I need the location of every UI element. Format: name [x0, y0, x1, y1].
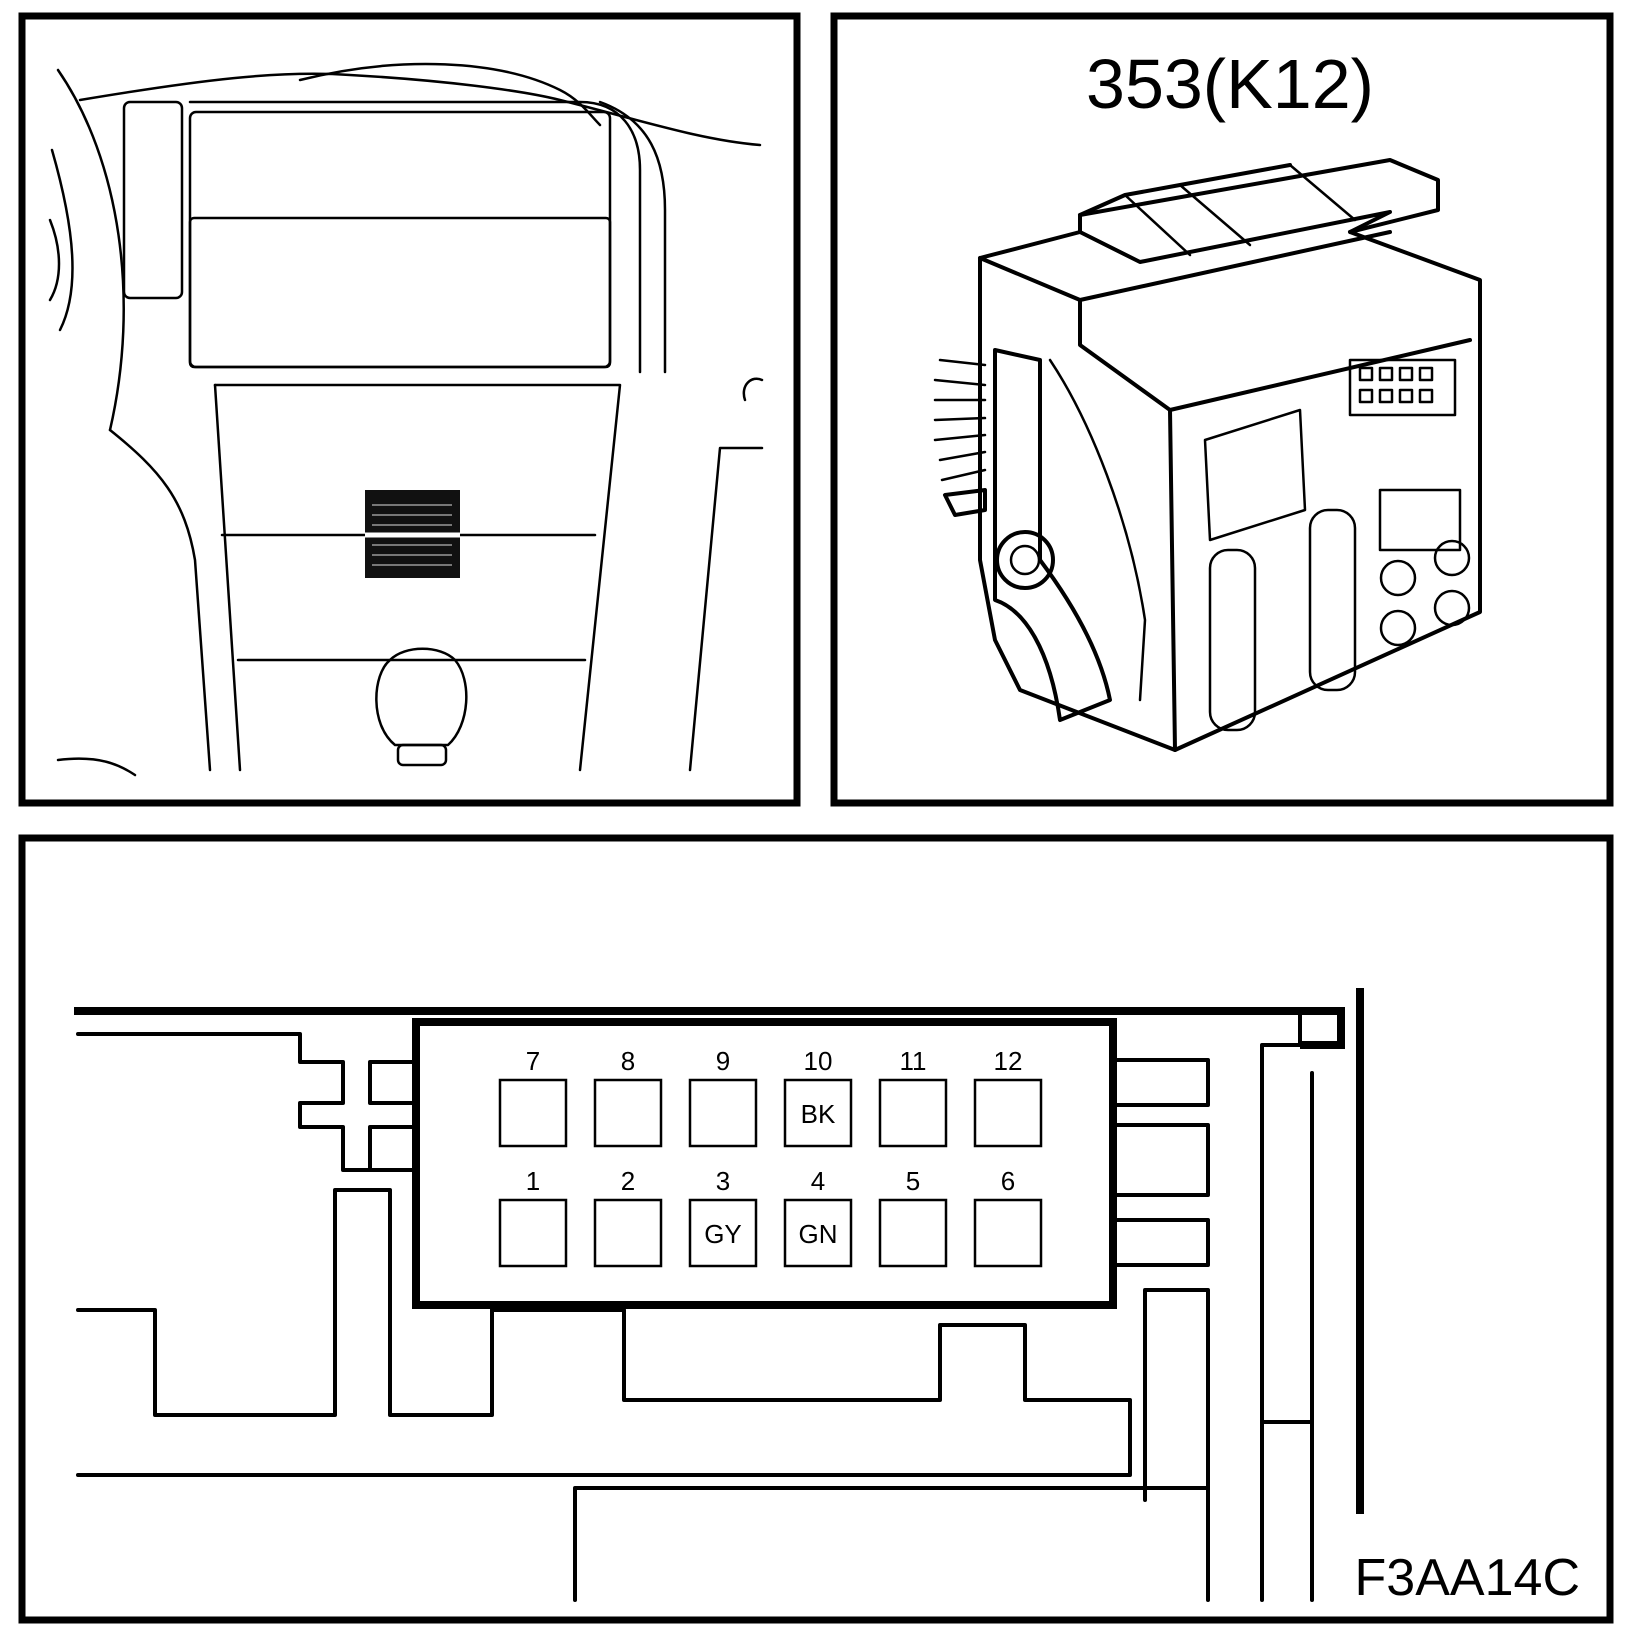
connector-housing-illustration: [933, 158, 1482, 752]
connector-title: 353(K12): [1086, 45, 1374, 123]
wire-color-label: GY: [704, 1219, 742, 1249]
pinout-surroundings: [74, 988, 1364, 1602]
pin-cavity: [593, 1078, 663, 1148]
pin-cavity: [593, 1198, 663, 1268]
pin-number: 9: [716, 1046, 730, 1076]
pin-2: 2: [593, 1166, 663, 1268]
pin-number: 11: [900, 1046, 927, 1076]
pin-cavity: [878, 1198, 948, 1268]
pin-5: 5: [878, 1166, 948, 1268]
pin-number: 8: [621, 1046, 635, 1076]
pin-3: 3GY: [688, 1166, 758, 1268]
pin-number: 1: [526, 1166, 540, 1196]
pin-8: 8: [593, 1046, 663, 1148]
pin-cavity: [688, 1078, 758, 1148]
pin-cavity: [688, 1198, 758, 1268]
pin-11: 11: [878, 1046, 948, 1148]
pin-4: 4GN: [783, 1166, 853, 1268]
panel-connector-frame: [830, 12, 1614, 807]
dashboard-location-view: [48, 62, 764, 777]
pin-12: 12: [973, 1046, 1043, 1148]
wire-color-label: BK: [801, 1099, 836, 1129]
pin-6: 6: [973, 1166, 1043, 1268]
pin-number: 6: [1001, 1166, 1015, 1196]
panel-pinout-frame: [18, 834, 1614, 1624]
pin-7: 7: [498, 1046, 568, 1148]
pin-cavity: [783, 1078, 853, 1148]
pin-number: 3: [716, 1166, 730, 1196]
pin-number: 4: [811, 1166, 825, 1196]
pin-cavity: [498, 1198, 568, 1268]
pin-number: 2: [621, 1166, 635, 1196]
pin-cavity: [973, 1078, 1043, 1148]
pin-1: 1: [498, 1166, 568, 1268]
pin-cavity: [498, 1078, 568, 1148]
pin-9: 9: [688, 1046, 758, 1148]
pin-number: 5: [906, 1166, 920, 1196]
panel-location-frame: [18, 12, 801, 807]
pin-cavity: [878, 1078, 948, 1148]
pin-number: 12: [994, 1046, 1023, 1076]
pin-number: 7: [526, 1046, 540, 1076]
connector-face: [412, 1018, 1117, 1309]
pin-cavity: [973, 1198, 1043, 1268]
figure-code: F3AA14C: [1355, 1549, 1580, 1607]
wire-color-label: GN: [799, 1219, 838, 1249]
pin-number: 10: [804, 1046, 833, 1076]
pin-cavity: [783, 1198, 853, 1268]
